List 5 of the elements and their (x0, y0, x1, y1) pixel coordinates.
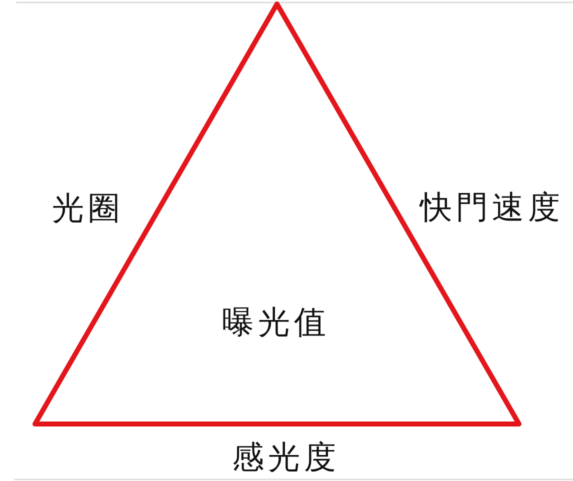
side-label: 快門速度 (420, 188, 564, 226)
side-label: 光圈 (52, 189, 124, 227)
triangle (32, 0, 522, 428)
triangle-label: 曝光值 (222, 303, 330, 341)
side-label: 感光度 (232, 438, 340, 476)
